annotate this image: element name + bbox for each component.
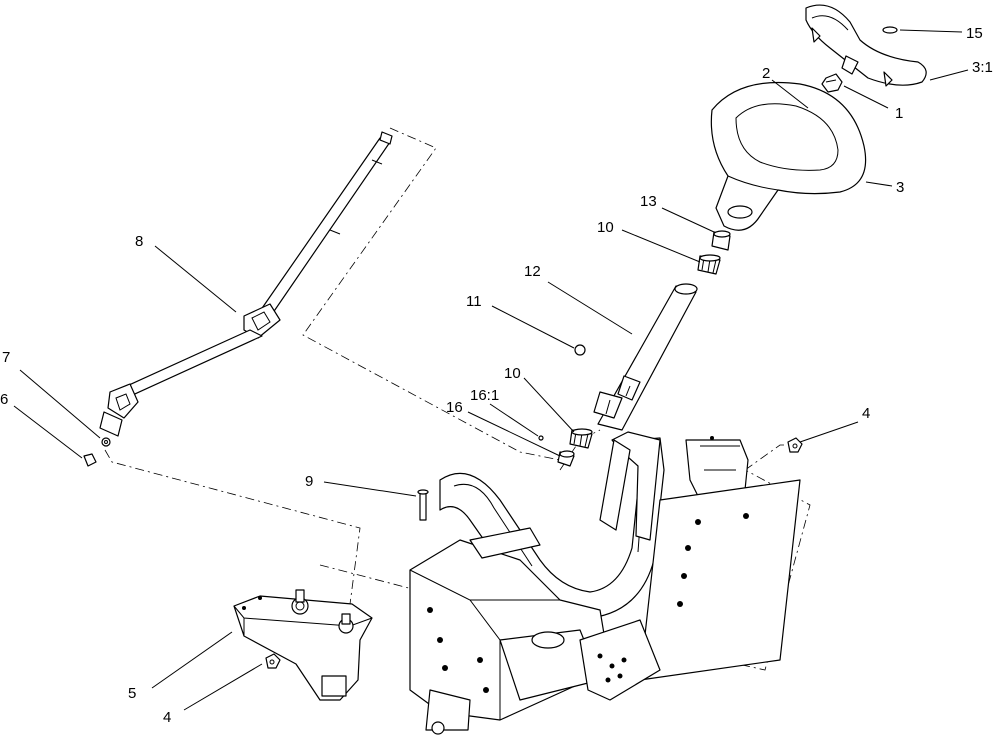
- callout-3-1: 3:1: [972, 59, 993, 76]
- callout-15: 15: [966, 25, 983, 42]
- callout-10-mid: 10: [504, 365, 521, 382]
- callout-4-bottom: 4: [163, 709, 171, 726]
- callout-5: 5: [128, 685, 136, 702]
- steering-wheel: [710, 81, 867, 231]
- pin: [538, 435, 544, 441]
- steering-shaft: [99, 131, 393, 437]
- nut-bottom: [265, 653, 281, 669]
- leader-lines: [13, 29, 969, 711]
- callout-6: 6: [0, 391, 8, 408]
- callout-16-1: 16:1: [470, 387, 499, 404]
- callout-16: 16: [446, 399, 463, 416]
- callout-4-right: 4: [862, 405, 870, 422]
- bearing-top: [697, 254, 721, 275]
- callout-12: 12: [524, 263, 541, 280]
- callout-13: 13: [640, 193, 657, 210]
- lock-washer: [101, 437, 111, 447]
- callout-3: 3: [896, 179, 904, 196]
- callout-1: 1: [895, 105, 903, 122]
- callout-11: 11: [466, 293, 482, 310]
- bolt-9: [417, 489, 429, 521]
- callout-2: 2: [762, 65, 770, 82]
- bolt-6: [83, 453, 97, 467]
- bushing: [711, 230, 731, 251]
- callouts: 15 2 3:1 1 3 13 10 12 8 11 7 10 16:1 6 1…: [0, 25, 993, 726]
- steering-nut: [821, 73, 843, 93]
- callout-9: 9: [305, 473, 313, 490]
- chassis-frame: [409, 431, 801, 735]
- steering-gearbox: [233, 589, 373, 701]
- bearing-lower: [569, 428, 593, 449]
- nut-right: [787, 437, 803, 453]
- steering-wheel-cap: [805, 4, 927, 87]
- callout-8: 8: [135, 233, 143, 250]
- grease-fitting: [574, 344, 586, 356]
- callout-10-top: 10: [597, 219, 614, 236]
- lower-bushing: [557, 450, 575, 467]
- callout-7: 7: [2, 349, 10, 366]
- steering-column-tube: [593, 283, 698, 431]
